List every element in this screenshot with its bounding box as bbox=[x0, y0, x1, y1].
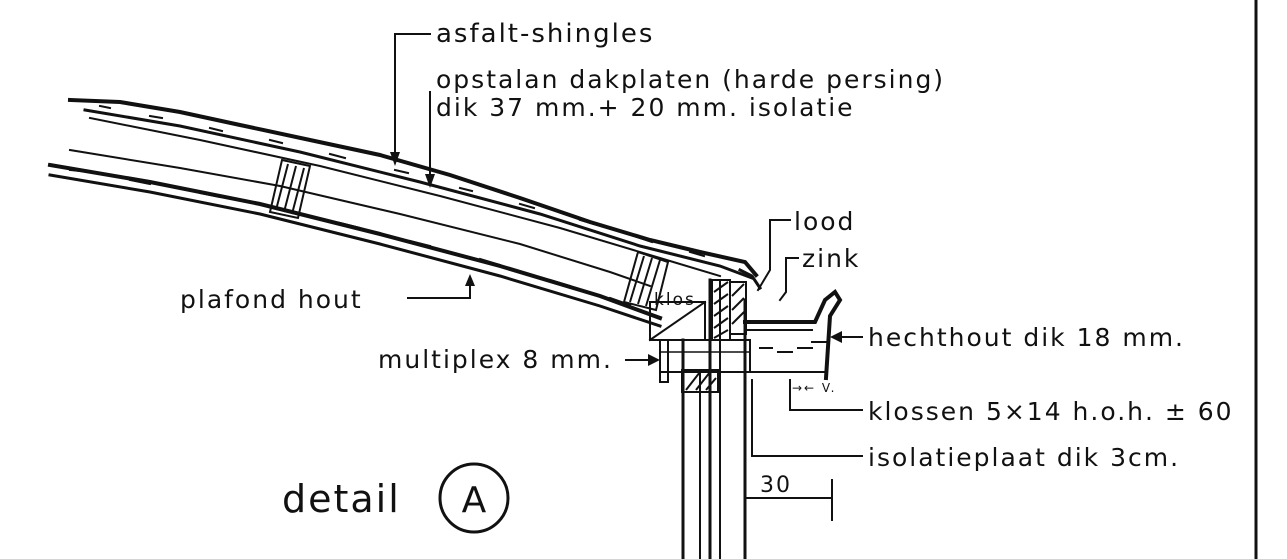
klos-diagonal bbox=[648, 300, 707, 342]
leader-ceiling bbox=[407, 279, 471, 299]
ceiling-board-bottom bbox=[48, 173, 662, 328]
eaves-assembly bbox=[648, 267, 843, 559]
wall-plate bbox=[681, 369, 719, 393]
label-ceiling: plafond hout bbox=[180, 285, 363, 314]
lead-flashing bbox=[737, 267, 763, 291]
eaves-beam bbox=[659, 339, 751, 373]
spacer-block-upper-hatch bbox=[275, 163, 305, 215]
post-upper-hatch bbox=[713, 281, 729, 339]
gutter-dashes bbox=[759, 347, 813, 353]
ceiling-board-top bbox=[47, 162, 663, 321]
label-shingles: asfalt-shingles bbox=[436, 19, 654, 49]
arrow-ceiling bbox=[465, 274, 475, 286]
detail-marker-letter: A bbox=[462, 480, 487, 521]
post-right-hatch bbox=[731, 283, 745, 325]
dimension-value: 30 bbox=[760, 473, 792, 498]
arrow-roof-panels bbox=[425, 174, 435, 188]
label-roof-panels-line2: dik 37 mm.+ 20 mm. isolatie bbox=[436, 93, 855, 122]
spacer-block-lower-hatch bbox=[629, 255, 661, 307]
leader-lead bbox=[756, 219, 791, 292]
detail-marker-circle bbox=[438, 462, 510, 534]
label-zinc: zink bbox=[802, 244, 860, 273]
shingle-texture bbox=[98, 104, 706, 258]
label-klos: klos bbox=[654, 290, 696, 310]
label-insulation-board: isolatieplaat dik 3cm. bbox=[868, 443, 1180, 472]
leader-insulation bbox=[751, 379, 863, 457]
leader-lines bbox=[390, 33, 863, 457]
label-blocks: klossen 5×14 h.o.h. ± 60 bbox=[868, 397, 1234, 426]
roof-slope bbox=[47, 97, 759, 328]
roof-panel-inner-line bbox=[88, 116, 722, 278]
arrow-multiplex bbox=[648, 354, 660, 366]
roof-panel-top-edge bbox=[83, 108, 754, 280]
zinc-gutter bbox=[743, 289, 843, 381]
label-lead: lood bbox=[794, 207, 855, 236]
spacer-block-upper bbox=[268, 158, 312, 220]
arrow-shingles bbox=[390, 152, 400, 166]
label-multiplex: multiplex 8 mm. bbox=[378, 345, 613, 374]
label-adhesive-wood: hechthout dik 18 mm. bbox=[868, 323, 1185, 352]
leader-zinc bbox=[778, 257, 799, 302]
post-right bbox=[729, 281, 747, 335]
shingles-layer bbox=[67, 97, 759, 278]
label-small-mark: →← V. bbox=[792, 381, 836, 395]
leader-shingles bbox=[394, 33, 431, 161]
detail-title: detail bbox=[282, 477, 401, 521]
ceiling-texture bbox=[68, 168, 632, 307]
rafter-bottom-edge bbox=[68, 148, 652, 288]
gutter-inner-lines bbox=[744, 329, 827, 373]
multiplex-board bbox=[659, 339, 669, 383]
label-roof-panels-line1: opstalan dakplaten (harde persing) bbox=[436, 65, 945, 94]
dimension-30: 30 bbox=[744, 473, 833, 521]
arrow-adhesive-wood bbox=[830, 331, 842, 343]
wall-plate-hatch bbox=[685, 371, 717, 391]
spacer-block-lower bbox=[622, 250, 670, 312]
leader-blocks bbox=[789, 379, 863, 411]
